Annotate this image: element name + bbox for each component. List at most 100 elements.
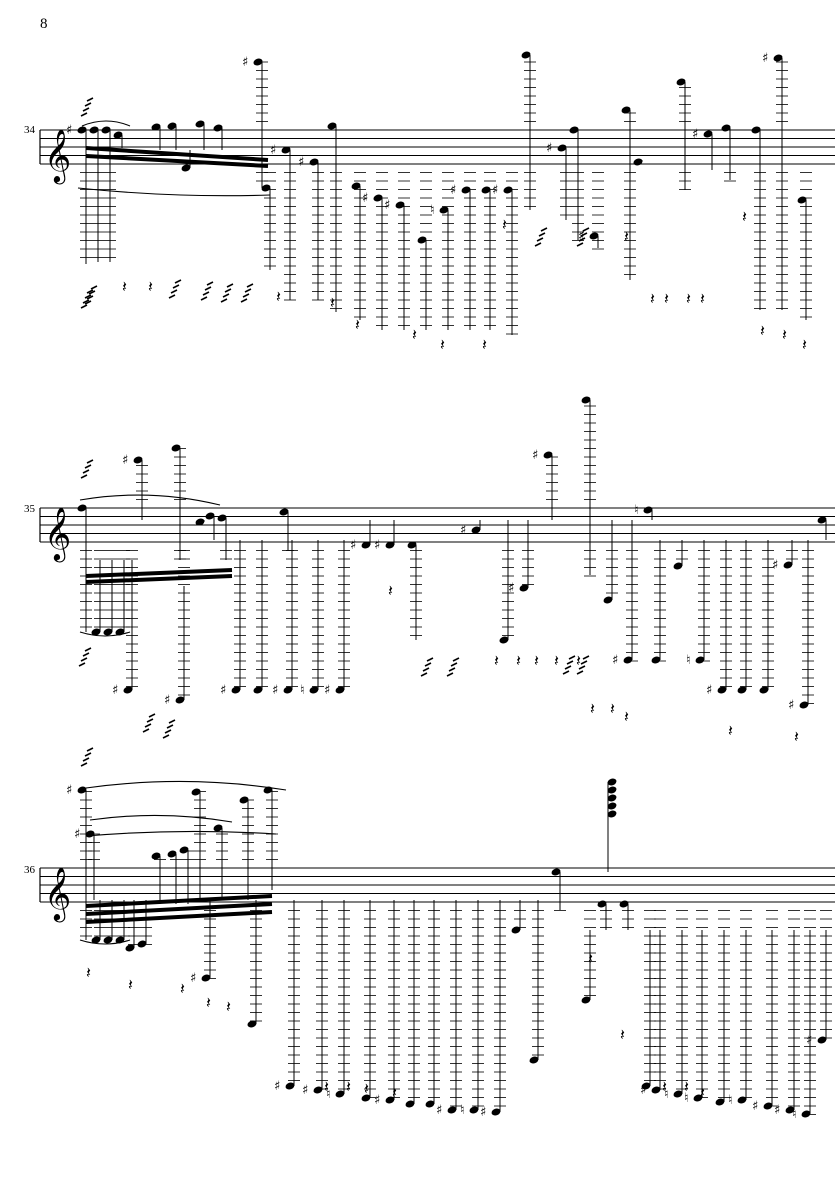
sharp-icon: ♯ <box>374 1093 380 1108</box>
treble-clef-icon: 𝄞 <box>44 506 71 562</box>
notehead <box>773 54 783 62</box>
quarter-rest-icon: 𝄽 <box>412 325 417 344</box>
notehead <box>253 686 263 694</box>
quarter-rest-icon: 𝄽 <box>388 581 393 600</box>
sharp-icon: ♯ <box>220 683 226 698</box>
notehead <box>703 130 713 138</box>
sharp-icon: ♯ <box>532 448 538 463</box>
natural-icon: ♮ <box>634 503 639 518</box>
tremolo-stroke <box>540 227 548 232</box>
note <box>417 172 432 330</box>
natural-icon: ♮ <box>664 1087 669 1102</box>
notehead <box>425 1100 435 1108</box>
note <box>91 550 106 636</box>
tremolo-stroke <box>244 288 252 293</box>
note: ♯ <box>122 453 148 520</box>
tremolo-stroke <box>80 474 88 479</box>
page-number: 8 <box>40 16 48 32</box>
tremolo-stroke <box>82 299 90 304</box>
tremolo-marks <box>80 289 94 309</box>
quarter-rest-icon: 𝄽 <box>148 277 153 296</box>
sharp-icon: ♯ <box>508 581 514 596</box>
notehead <box>239 796 249 804</box>
beam <box>85 894 273 908</box>
quarter-rest-icon: 𝄽 <box>276 287 281 306</box>
note <box>676 78 691 190</box>
tremolo-marks <box>576 227 590 247</box>
note: ♯ <box>190 900 216 986</box>
notehead <box>673 1090 683 1098</box>
notehead <box>607 810 617 818</box>
tremolo-stroke <box>240 298 248 303</box>
note <box>797 172 812 320</box>
note <box>581 910 596 1004</box>
sharp-icon: ♯ <box>384 198 390 213</box>
note: ♮ <box>300 540 324 698</box>
tremolo-marks <box>562 655 576 675</box>
notehead <box>407 541 417 549</box>
note: ♯ <box>774 910 800 1118</box>
treble-clef-icon: 𝄞 <box>44 128 71 184</box>
quarter-rest-icon: 𝄽 <box>588 949 593 968</box>
notehead <box>115 936 125 944</box>
slur <box>77 187 271 197</box>
sharp-icon: ♯ <box>460 523 466 538</box>
notehead <box>213 124 223 132</box>
notehead <box>125 944 135 952</box>
note: ♯ <box>66 783 92 940</box>
notehead <box>607 802 617 810</box>
quarter-rest-icon: 𝄽 <box>610 699 615 718</box>
notehead <box>385 541 395 549</box>
sharp-icon: ♯ <box>164 693 170 708</box>
tremolo-stroke <box>562 670 570 675</box>
tremolo-stroke <box>164 729 172 734</box>
note <box>481 172 496 330</box>
note: ♯ <box>298 155 324 301</box>
notehead <box>285 1082 295 1090</box>
note <box>205 512 215 540</box>
sharp-icon: ♯ <box>774 1103 780 1118</box>
notehead <box>85 830 95 838</box>
notehead <box>103 628 113 636</box>
notehead <box>521 51 531 59</box>
tremolo-stroke <box>582 227 590 232</box>
sharp-icon: ♯ <box>298 155 304 170</box>
note <box>529 900 544 1064</box>
slur <box>79 939 131 945</box>
tremolo-marks <box>78 647 92 667</box>
note: ♮ <box>728 910 752 1108</box>
notehead <box>557 144 567 152</box>
notehead <box>77 786 87 794</box>
notehead <box>817 516 827 524</box>
beam <box>85 574 233 584</box>
notehead <box>797 196 807 204</box>
note: ♯ <box>164 550 190 708</box>
note: ♯ <box>242 55 268 188</box>
notehead <box>581 396 591 404</box>
tremolo-stroke <box>168 719 176 724</box>
quarter-rest-icon: 𝄽 <box>128 975 133 994</box>
notehead <box>205 512 215 520</box>
tremolo-stroke <box>84 752 92 757</box>
notehead <box>503 186 513 194</box>
tremolo-stroke <box>84 647 92 652</box>
notehead <box>471 526 481 534</box>
notehead <box>167 122 177 130</box>
beam <box>85 154 269 168</box>
sharp-icon: ♯ <box>480 1105 486 1120</box>
tremolo-stroke <box>426 657 434 662</box>
note <box>239 796 254 900</box>
quarter-rest-icon: 𝄽 <box>662 1077 667 1096</box>
notehead <box>693 1094 703 1102</box>
tremolo-stroke <box>146 718 154 723</box>
notehead <box>151 123 161 131</box>
beam <box>85 910 273 924</box>
quarter-rest-icon: 𝄽 <box>700 1083 705 1102</box>
notehead <box>281 146 291 154</box>
notehead <box>447 1106 457 1114</box>
measure-number: 35 <box>24 503 36 515</box>
natural-icon: ♮ <box>686 653 691 668</box>
sharp-icon: ♯ <box>450 183 456 198</box>
tremolo-stroke <box>206 281 214 286</box>
